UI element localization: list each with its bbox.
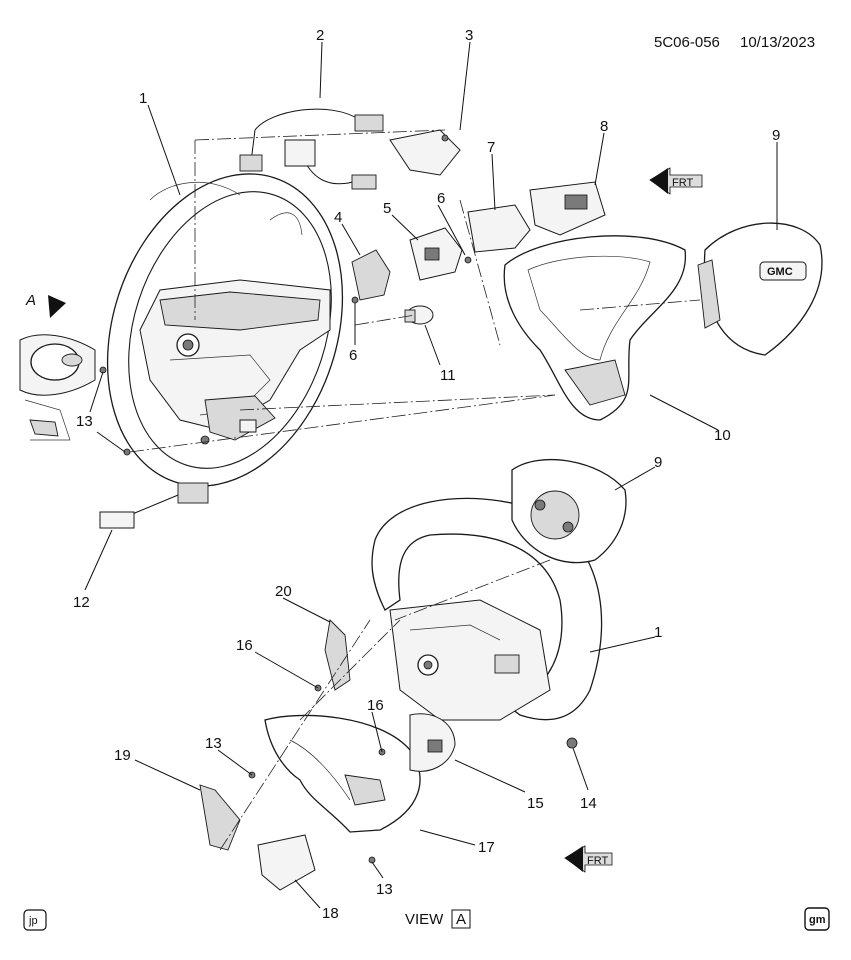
steering-column-stub <box>19 295 96 441</box>
part-3-bracket <box>389 129 461 176</box>
view-marker: A <box>25 292 36 309</box>
callout-1-top: 1 <box>139 90 147 107</box>
callout-19: 19 <box>114 747 131 764</box>
phantom-lines <box>129 129 701 851</box>
part-4-switch <box>351 249 391 301</box>
badge-jp: jp <box>23 909 47 931</box>
screw-13-bottom <box>368 856 376 864</box>
view-letter-box <box>451 909 471 929</box>
frt-arrow-lower: FRT <box>564 845 613 873</box>
part-15-switch <box>409 713 456 772</box>
figure-date: 10/13/2023 <box>740 34 815 51</box>
part-10-bezel <box>503 235 686 421</box>
callout-18: 18 <box>322 905 339 922</box>
screw-6-mid <box>351 296 359 304</box>
callout-10: 10 <box>714 427 731 444</box>
leader-lines <box>84 41 778 909</box>
callout-13-bottom: 13 <box>376 881 393 898</box>
view-label: VIEW <box>405 911 444 928</box>
part-12-harness-connector <box>99 482 209 529</box>
callouts: 1 2 3 4 5 6 6 7 8 9 10 11 13 12 9 20 1 1… <box>73 27 780 922</box>
callout-5: 5 <box>383 200 391 217</box>
callout-17: 17 <box>478 839 495 856</box>
callout-12: 12 <box>73 594 90 611</box>
figure-code: 5C06-056 <box>654 34 720 51</box>
callout-7: 7 <box>487 139 495 156</box>
callout-16-top: 16 <box>236 637 253 654</box>
part-9-airbag-upper: GMC <box>697 222 823 356</box>
part-11-fastener <box>404 305 434 325</box>
steering-wheel-upper <box>106 173 344 487</box>
view-letter: A <box>456 911 466 928</box>
callout-6-mid: 6 <box>349 347 357 364</box>
part-2-wiring-harness <box>239 108 384 190</box>
frt-label-upper: FRT <box>672 177 693 189</box>
badge-gm-text: gm <box>809 914 826 926</box>
part-19-trim <box>199 784 241 851</box>
gmc-emblem: GMC <box>767 266 793 278</box>
callout-6-top: 6 <box>437 190 445 207</box>
badge-jp-text: jp <box>28 915 38 927</box>
view-a-arrow-icon <box>48 295 66 318</box>
callout-1-bottom: 1 <box>654 624 662 641</box>
screw-6-top <box>464 256 472 264</box>
callout-20: 20 <box>275 583 292 600</box>
part-8-switch <box>529 181 606 236</box>
part-20-trim <box>324 619 351 691</box>
part-9-airbag-lower <box>511 458 627 564</box>
part-17-lower-trim <box>264 714 421 833</box>
part-18-trim <box>257 834 316 891</box>
callout-16-bottom: 16 <box>367 697 384 714</box>
part-5-switch <box>409 227 463 281</box>
callout-9-top: 9 <box>772 127 780 144</box>
frt-label-lower: FRT <box>587 855 608 867</box>
callout-13-top: 13 <box>76 413 93 430</box>
callout-13-mid: 13 <box>205 735 222 752</box>
callout-8: 8 <box>600 118 608 135</box>
callout-11: 11 <box>440 367 456 384</box>
callout-3: 3 <box>465 27 473 44</box>
callout-14: 14 <box>580 795 597 812</box>
callout-4: 4 <box>334 209 342 226</box>
frt-arrow-upper: FRT <box>649 167 703 195</box>
screw-14 <box>566 737 578 749</box>
badge-gm: gm <box>804 907 830 931</box>
callout-15: 15 <box>527 795 544 812</box>
callout-2: 2 <box>316 27 324 44</box>
part-7-bracket <box>467 204 531 253</box>
callout-9-bottom: 9 <box>654 454 662 471</box>
